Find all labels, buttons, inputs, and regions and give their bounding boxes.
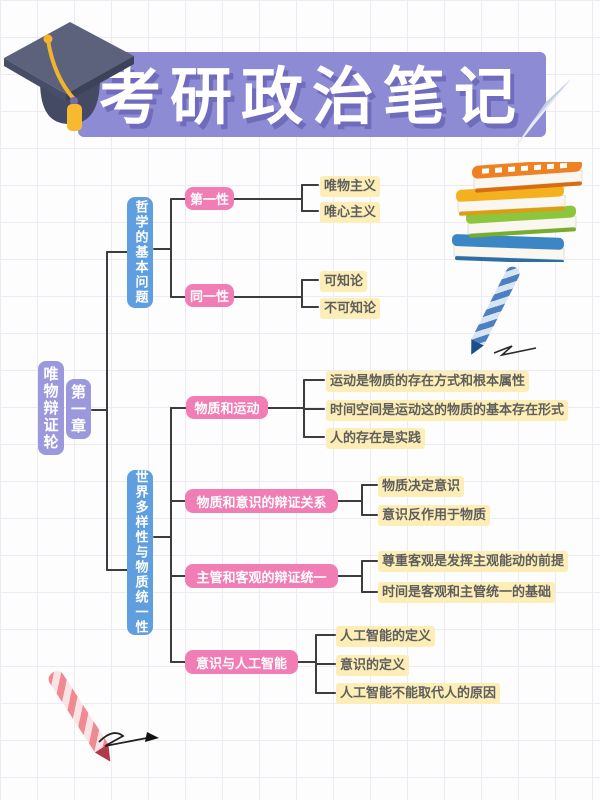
- connector-line: [301, 210, 319, 212]
- sub-first-nature: 第一性: [185, 187, 234, 210]
- pencil-scribble-icon: [98, 732, 159, 747]
- connector-line: [361, 560, 363, 593]
- sub-consciousness-and-ai: 意识与人工智能: [185, 650, 298, 674]
- connector-line: [233, 198, 303, 200]
- connector-line: [361, 591, 378, 593]
- connector-line: [301, 184, 319, 186]
- page-title: 考研政治笔记: [98, 59, 525, 133]
- leaf-respect-objective: 尊重客观是发挥主观能动的前提: [378, 551, 569, 572]
- connector-line: [106, 251, 128, 253]
- connector-line: [301, 279, 319, 281]
- connector-line: [361, 560, 378, 562]
- connector-line: [315, 692, 336, 694]
- pen-scribble-icon: [493, 345, 537, 357]
- leaf-materialism: 唯物主义: [320, 176, 381, 197]
- connector-line: [361, 484, 363, 516]
- connector-line: [170, 407, 187, 409]
- connector-line: [153, 536, 172, 538]
- connector-line: [303, 436, 325, 438]
- connector-line: [170, 500, 186, 502]
- connector-line: [303, 408, 325, 410]
- connector-line: [361, 514, 378, 516]
- leaf-ai-definition: 人工智能的定义: [336, 626, 436, 647]
- connector-line: [361, 484, 378, 486]
- leaf-knowable: 可知论: [320, 271, 368, 292]
- leaf-matter-determines: 物质决定意识: [378, 476, 465, 497]
- leaf-idealism: 唯心主义: [320, 202, 381, 223]
- connector-line: [170, 407, 172, 663]
- sub-same-nature: 同一性: [185, 284, 234, 307]
- connector-line: [297, 661, 317, 663]
- sub-matter-and-motion: 物质和运动: [186, 396, 268, 419]
- connector-line: [315, 634, 336, 636]
- graduation-cap-icon: [4, 22, 134, 131]
- branch-world-diversity-material-unity: 世界多样性与物质统一性: [127, 470, 153, 635]
- book-orange: [472, 162, 583, 193]
- book-blue: [452, 234, 565, 262]
- connector-line: [170, 296, 186, 298]
- leaf-consciousness-reacts: 意识反作用于物质: [378, 505, 491, 526]
- connector-line: [315, 663, 336, 665]
- sub-subjective-objective-unity: 主管和客观的辩证统一: [185, 564, 338, 588]
- connector-line: [267, 407, 305, 409]
- connector-line: [233, 296, 303, 298]
- blue-pen-body: [471, 264, 522, 346]
- connector-line: [303, 379, 325, 381]
- connector-line: [337, 500, 363, 502]
- branch-philosophy-basic-question: 哲学的基本问题: [127, 197, 153, 308]
- connector-line: [301, 279, 303, 308]
- connector-line: [153, 248, 172, 250]
- title-banner: 考研政治笔记: [78, 52, 546, 137]
- connector-line: [301, 184, 303, 212]
- leaf-consciousness-definition: 意识的定义: [336, 655, 410, 676]
- leaf-unknowable: 不可知论: [320, 298, 381, 319]
- paper-plane-icon: [512, 78, 572, 152]
- root-chapter-label: 第一章: [66, 379, 91, 439]
- connector-line: [170, 661, 186, 663]
- book-stack-icon: [452, 162, 583, 262]
- connector-line: [91, 409, 108, 411]
- leaf-ai-cannot-replace: 人工智能不能取代人的原因: [336, 683, 501, 704]
- leaf-time-basis: 时间是客观和主管统一的基础: [378, 582, 556, 603]
- connector-line: [170, 198, 172, 298]
- leaf-motion-attribute: 运动是物质的存在方式和根本属性: [326, 371, 530, 392]
- sub-matter-consciousness-relation: 物质和意识的辩证关系: [185, 489, 338, 513]
- connector-line: [170, 198, 186, 200]
- root-book-title: 唯物辩证轮: [38, 361, 64, 455]
- connector-line: [106, 251, 108, 571]
- connector-line: [170, 575, 186, 577]
- connector-line: [337, 575, 363, 577]
- leaf-spacetime-form: 时间空间是运动这的物质的基本存在形式: [326, 400, 569, 421]
- leaf-human-practice: 人的存在是实践: [326, 428, 426, 449]
- connector-line: [301, 306, 319, 308]
- connector-line: [106, 569, 128, 571]
